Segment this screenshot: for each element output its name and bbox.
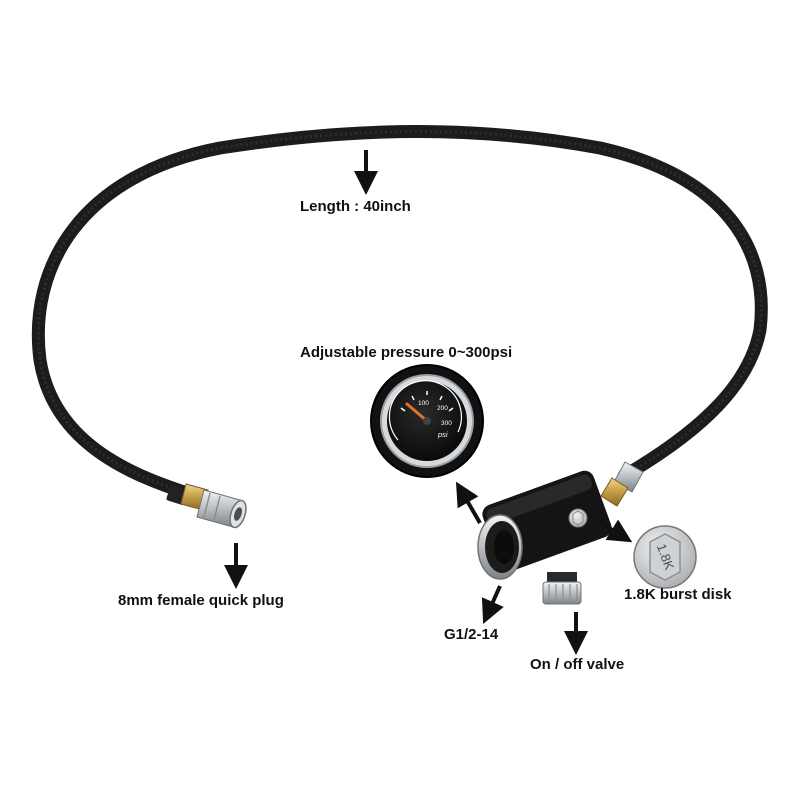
arrow-burst-disk — [594, 518, 633, 543]
callout-arrows — [224, 150, 633, 655]
gauge-unit: psi — [437, 430, 448, 439]
valve-label: On / off valve — [530, 656, 625, 673]
quick-plug-fitting — [166, 483, 247, 529]
gauge-tick-300: 300 — [441, 420, 452, 427]
thread-label: G1/2-14 — [444, 626, 499, 643]
pressure-gauge-callout: 100 200 300 psi — [370, 364, 484, 478]
arrow-pressure — [455, 481, 482, 525]
burst-disk-small — [568, 508, 588, 528]
regulator-body — [477, 470, 612, 580]
gauge-tick-100: 100 — [418, 400, 429, 407]
gauge-tick-200: 200 — [437, 405, 448, 412]
burst-disk-callout: 1.8K — [633, 525, 697, 589]
burst-disk-label: 1.8K burst disk — [624, 586, 732, 603]
arrow-thread — [481, 585, 504, 624]
pressure-label: Adjustable pressure 0~300psi — [300, 344, 513, 361]
regulator-hose-fitting — [600, 461, 644, 507]
on-off-valve-knob — [542, 572, 582, 605]
length-label: Length : 40inch — [300, 198, 411, 215]
gauge-needle — [405, 402, 429, 423]
quick-plug-label: 8mm female quick plug — [118, 592, 284, 609]
